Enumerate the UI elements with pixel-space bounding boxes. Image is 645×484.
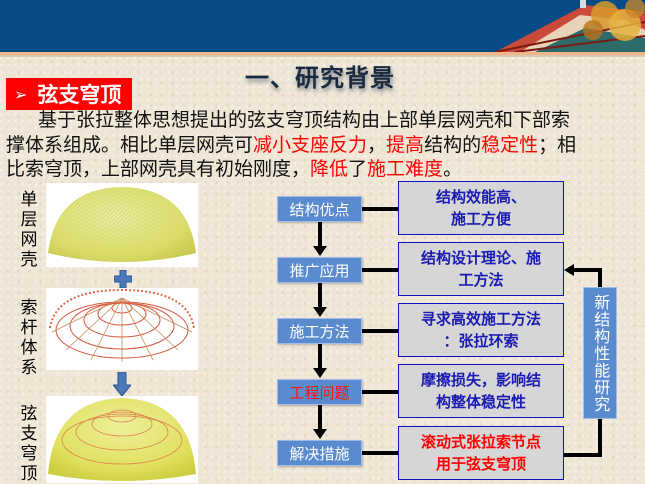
header-stripe: [0, 52, 645, 55]
highlight-text: 提高: [386, 133, 425, 156]
text-run: 比索穹顶，上部网壳具有初始刚度，: [6, 158, 311, 180]
detail-line: 寻求高效施工方法: [420, 310, 541, 328]
detail-line: 用于弦支穹顶: [435, 455, 526, 473]
text-run: 结构的: [424, 133, 482, 156]
arrow-down-icon: [313, 368, 327, 378]
text-run: ，: [367, 133, 387, 156]
text-run: 。: [443, 158, 463, 180]
plus-icon: [113, 269, 133, 289]
feedback-connector: [572, 268, 602, 272]
detail-box-solution: 滚动式张拉索节点用于弦支穹顶: [398, 426, 564, 480]
flow-connector: [362, 390, 398, 394]
highlight-text: 施工难度: [367, 158, 444, 180]
text-run: ；相: [538, 133, 577, 156]
detail-line: 滚动式张拉索节点: [420, 433, 541, 451]
detail-line: 工方法: [458, 271, 504, 289]
flow-connector: [362, 329, 398, 333]
section-tag: ➢ 弦支穹顶: [6, 78, 132, 110]
feedback-connector: [564, 453, 601, 457]
flow-connector: [318, 405, 322, 430]
detail-line: 构整体稳定性: [435, 393, 526, 411]
arrow-left-icon: [564, 264, 574, 276]
header-stripe-shadow: [0, 55, 645, 57]
single-layer-shell-image: [46, 183, 198, 267]
detail-line: 结构设计理论、施: [420, 249, 541, 267]
feedback-connector: [598, 418, 602, 457]
section-tag-label: 弦支穹顶: [37, 83, 122, 107]
detail-box-advantages: 结构效能高、施工方便: [398, 181, 564, 235]
flow-connector: [318, 222, 322, 247]
highlight-text: 降低: [310, 158, 349, 180]
detail-box-application: 结构设计理论、施工方法: [398, 242, 564, 296]
flow-step-engineering-problem: 工程问题: [277, 379, 362, 405]
temple-roof-image: [475, 0, 645, 52]
flow-connector: [362, 268, 398, 272]
detail-box-problem: 摩擦损失，影响结构整体稳定性: [398, 364, 564, 418]
text-run: 撑体系组成。相比单层网壳可: [6, 133, 254, 156]
flow-connector: [318, 344, 322, 369]
flow-step-structural-advantages: 结构优点: [277, 196, 362, 222]
paragraph-line-1: 基于张拉整体思想提出的弦支穹顶结构由上部单层网壳和下部索: [6, 108, 636, 133]
highlight-text: 稳定性: [481, 133, 539, 156]
detail-line: 摩擦损失，影响结: [420, 371, 541, 389]
paragraph-line-2: 撑体系组成。相比单层网壳可减小支座反力，提高结构的稳定性；相: [6, 133, 636, 158]
flow-connector: [362, 451, 398, 455]
detail-line: 施工方便: [450, 210, 511, 228]
arrow-down-icon: [313, 246, 327, 256]
flow-step-construction-method: 施工方法: [277, 318, 362, 344]
paragraph-line-3: 比索穹顶，上部网壳具有初始刚度，降低了施工难度。: [6, 157, 636, 182]
highlight-text: 减小支座反力: [253, 133, 368, 156]
detail-line: ：张拉环索: [443, 332, 519, 350]
suspended-dome-image: [46, 396, 198, 483]
detail-line: 结构效能高、: [435, 188, 526, 206]
label-cable-strut-system: 索杆体系: [20, 298, 38, 378]
arrow-bullet-icon: ➢: [14, 84, 28, 104]
label-single-layer-shell: 单层网壳: [20, 190, 38, 270]
new-structure-research-box: 新结构性能研究: [583, 287, 617, 419]
flow-step-application: 推广应用: [277, 257, 362, 283]
label-suspended-dome: 弦支穹顶: [20, 404, 38, 484]
text-run: 了: [348, 158, 368, 180]
flow-connector: [318, 283, 322, 308]
arrow-down-icon: [313, 307, 327, 317]
feedback-connector: [598, 268, 602, 288]
arrow-down-icon: [313, 429, 327, 439]
cable-strut-system-image: [46, 288, 198, 370]
down-arrow-icon: [111, 371, 133, 397]
intro-paragraph: 基于张拉整体思想提出的弦支穹顶结构由上部单层网壳和下部索 撑体系组成。相比单层网…: [6, 108, 636, 182]
text-run: 基于张拉整体思想提出的弦支穹顶结构由上部单层网壳和下部索: [38, 109, 571, 131]
page-title: 一、研究背景: [245, 64, 395, 92]
flow-step-solution: 解决措施: [277, 440, 362, 466]
flow-connector: [362, 207, 398, 211]
detail-box-construction: 寻求高效施工方法 ：张拉环索: [398, 303, 564, 357]
